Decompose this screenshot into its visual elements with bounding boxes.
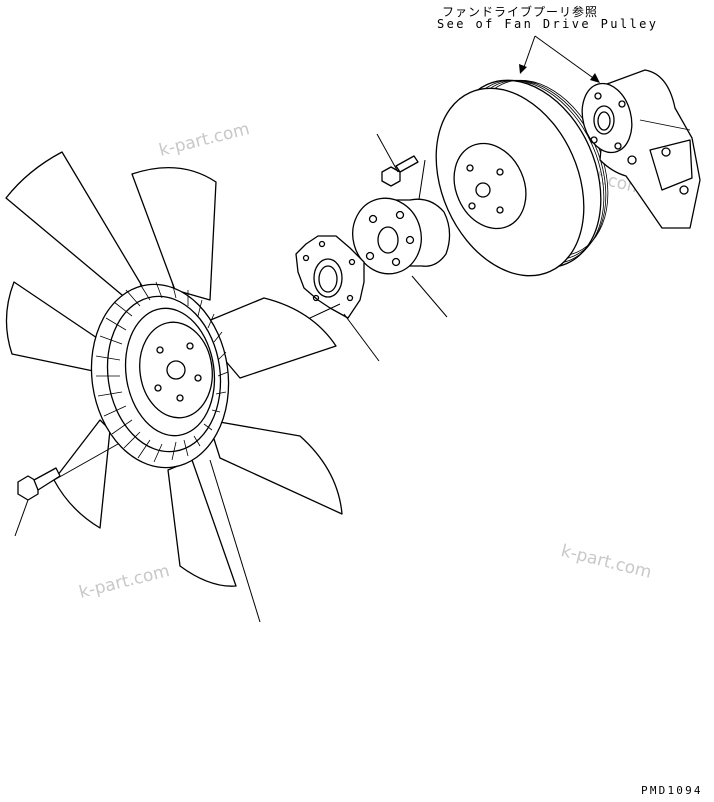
fan-blade-7 <box>5 281 101 373</box>
fan-blade-2 <box>131 166 217 301</box>
fan-blade-1 <box>5 151 149 301</box>
reference-note-japanese: ファンドライブプーリ参照 <box>442 5 599 19</box>
reference-note-english: See of Fan Drive Pulley <box>437 17 659 31</box>
fan-drive-pulley <box>435 79 609 277</box>
fan-blade-6 <box>53 419 111 529</box>
fan-blade-3 <box>195 297 337 379</box>
fan-flange <box>295 235 380 362</box>
fan-blade-5 <box>167 459 237 587</box>
fan-drive-housing <box>581 69 701 229</box>
reference-arrows <box>519 35 600 83</box>
cooling-fan <box>5 151 343 623</box>
fan-spacer <box>352 197 451 318</box>
fan-shroud-ribs <box>95 281 229 463</box>
drawing-code: PMD1094 <box>641 784 703 797</box>
fan-blade-4 <box>207 419 343 515</box>
fan-bolt <box>14 443 119 537</box>
pulley-bolt <box>376 133 419 187</box>
